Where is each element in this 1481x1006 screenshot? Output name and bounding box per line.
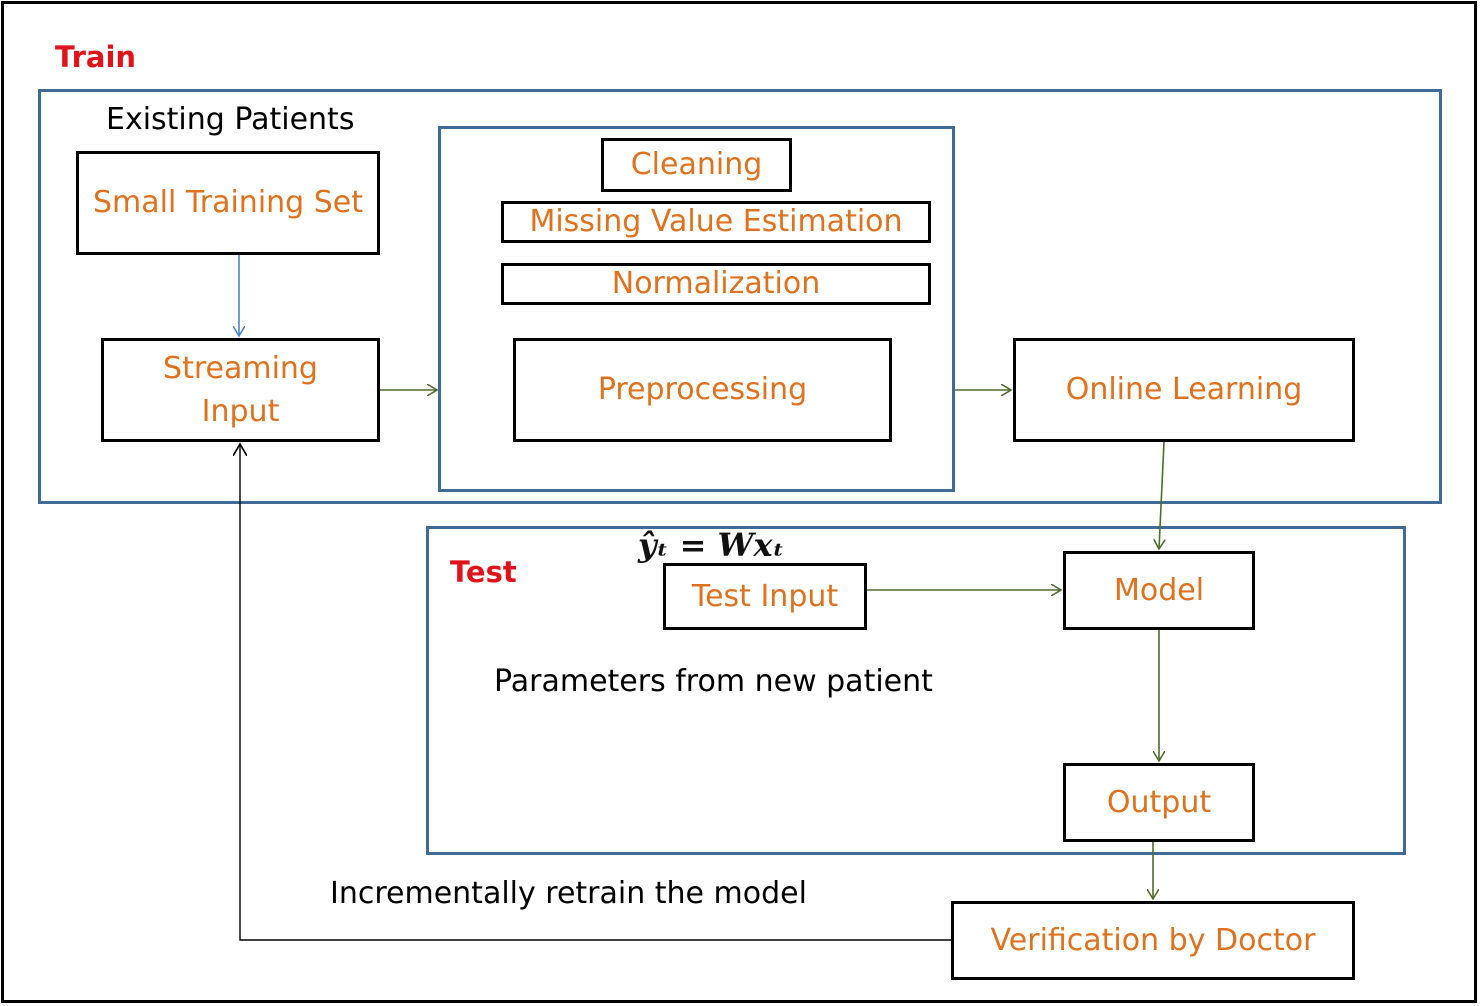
arrow-online-learning-to-model xyxy=(1159,441,1164,549)
retrain-note: Incrementally retrain the model xyxy=(330,876,807,911)
test-input-box: Test Input xyxy=(663,563,867,630)
arrow-retrain-feedback xyxy=(240,444,951,941)
model-box: Model xyxy=(1063,551,1255,630)
normalization-box: Normalization xyxy=(501,263,931,305)
test-label: Test xyxy=(450,555,517,589)
test-region xyxy=(426,526,1406,855)
cleaning-box: Cleaning xyxy=(601,138,792,192)
missing-value-estimation-box: Missing Value Estimation xyxy=(501,201,931,243)
streaming-input-box: Streaming Input xyxy=(101,338,380,442)
small-training-set-box: Small Training Set xyxy=(76,151,380,255)
train-region xyxy=(38,89,1442,504)
verification-box: Verification by Doctor xyxy=(951,901,1355,980)
parameters-note: Parameters from new patient xyxy=(494,664,933,699)
existing-patients-label: Existing Patients xyxy=(106,102,355,137)
prediction-formula: ŷₜ = Wxₜ xyxy=(638,526,785,564)
train-label: Train xyxy=(55,40,137,74)
output-box: Output xyxy=(1063,763,1255,842)
preprocessing-box: Preprocessing xyxy=(513,338,892,442)
preprocessing-region xyxy=(438,126,955,492)
online-learning-box: Online Learning xyxy=(1013,338,1355,442)
